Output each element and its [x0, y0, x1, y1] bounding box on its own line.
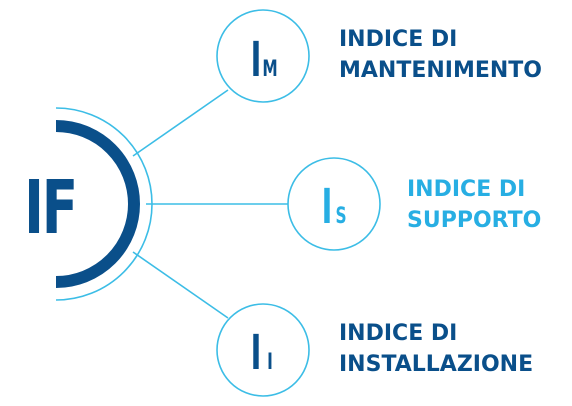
- node-mantenimento: I M: [216, 9, 310, 103]
- label-supporto: INDICE DI SUPPORTO: [407, 174, 541, 236]
- center-main-letter: I: [24, 165, 44, 251]
- node-supporto: I S: [287, 157, 381, 251]
- node-sub-letter-s: S: [335, 203, 346, 228]
- center-sub-letter: F: [42, 165, 78, 251]
- node-main-letter-m: I: [251, 32, 262, 88]
- connector-line-m: [132, 89, 229, 157]
- label-s-line2: SUPPORTO: [407, 208, 542, 233]
- center-thick-arc: [55, 120, 140, 288]
- label-m-line2: MANTENIMENTO: [339, 58, 543, 83]
- label-i-line2: INSTALLAZIONE: [339, 352, 534, 377]
- node-main-letter-s: I: [322, 179, 333, 235]
- node-circle-s: [287, 157, 381, 251]
- label-installazione: INDICE DI INSTALLAZIONE: [339, 318, 533, 380]
- node-installazione: I I: [216, 303, 310, 397]
- node-circle-i: [216, 303, 310, 397]
- node-sub-letter-m: M: [262, 56, 277, 81]
- connector-line-i: [132, 251, 229, 319]
- node-main-letter-i: I: [251, 325, 262, 381]
- label-m-line1: INDICE DI: [339, 27, 458, 52]
- label-s-line1: INDICE DI: [407, 177, 526, 202]
- label-mantenimento: INDICE DI MANTENIMENTO: [339, 24, 542, 86]
- center-outer-arc: [55, 107, 153, 301]
- label-i-line1: INDICE DI: [339, 321, 458, 346]
- node-sub-letter-i: I: [267, 349, 273, 374]
- node-circle-m: [216, 9, 310, 103]
